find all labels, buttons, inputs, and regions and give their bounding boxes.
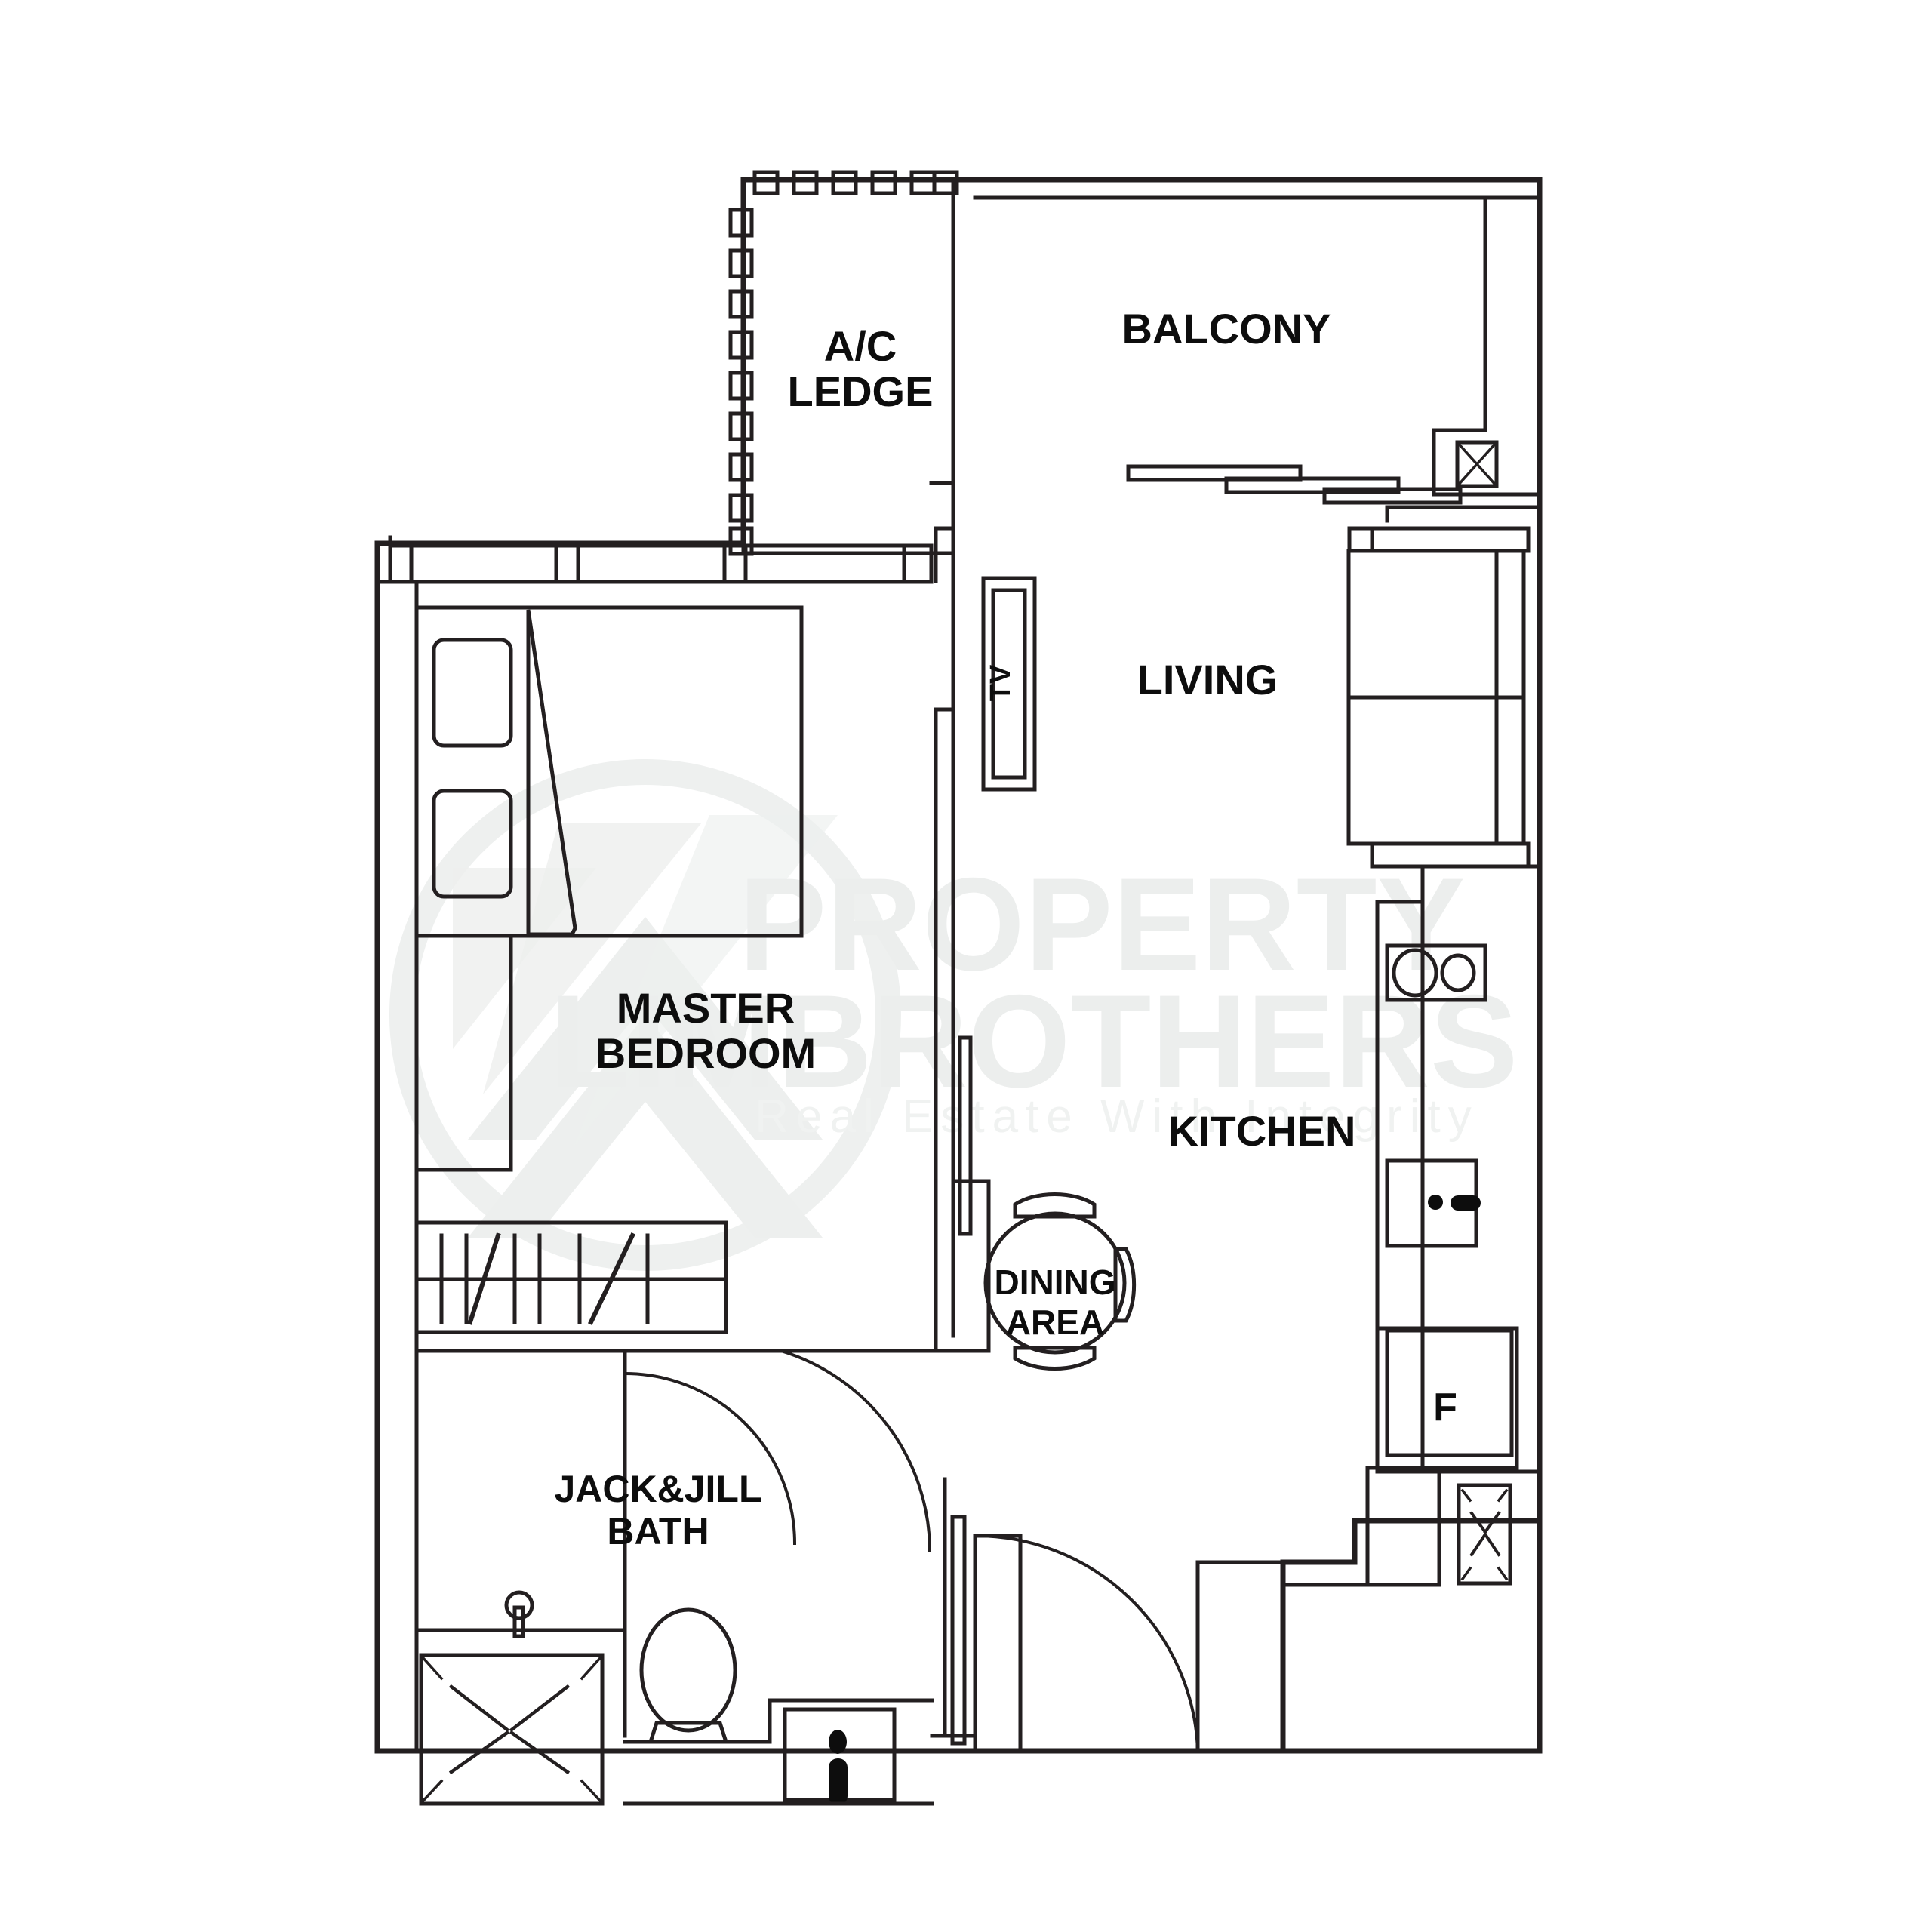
watermark-brand-line1: PROPERTY xyxy=(739,851,1466,998)
kitchen-area xyxy=(1281,900,1538,1587)
sofa-furniture xyxy=(1346,526,1531,869)
label-bath-line1: JACK&JILL xyxy=(554,1468,761,1510)
balcony-room xyxy=(951,177,1538,505)
label-kitchen: KITCHEN xyxy=(1168,1107,1356,1155)
label-dining-line2: AREA xyxy=(1006,1303,1104,1342)
bedroom-window xyxy=(375,535,934,584)
pillow-1 xyxy=(432,638,513,748)
dining-chair-right xyxy=(1113,1247,1137,1323)
vanity-basin-icon xyxy=(504,1590,534,1638)
toilet-icon xyxy=(639,1607,737,1744)
dining-area-group xyxy=(934,1179,1137,1371)
label-balcony: BALCONY xyxy=(1122,305,1331,352)
wc-cistern-icon xyxy=(783,1707,897,1805)
label-ac-ledge-line1: A/C xyxy=(824,322,897,370)
duvet-fold xyxy=(526,609,577,937)
dining-table xyxy=(983,1211,1127,1355)
ac-ledge-louvres-top xyxy=(752,170,959,195)
washer-dryer-icon xyxy=(1457,1483,1512,1586)
jack-jill-bathroom xyxy=(414,1349,934,1806)
bedroom-living-partition xyxy=(929,481,973,1353)
label-bath-line2: BATH xyxy=(607,1510,709,1552)
label-fridge: F xyxy=(1433,1386,1457,1429)
kitchen-hob-icon xyxy=(1385,943,1487,1002)
fridge-appliance xyxy=(1375,1326,1519,1470)
bedroom-bath-door[interactable] xyxy=(623,1371,797,1546)
label-living: LIVING xyxy=(1137,656,1278,703)
dining-chair-bottom xyxy=(1013,1346,1097,1371)
room-label-layer: A/C LEDGE BALCONY LIVING KITCHEN MASTER … xyxy=(554,305,1457,1552)
ac-ledge-louvres-left xyxy=(728,208,754,556)
label-master-line2: BEDROOM xyxy=(595,1029,816,1077)
label-dining-line1: DINING xyxy=(995,1263,1116,1302)
wardrobe-furniture xyxy=(414,1220,728,1334)
label-master-line1: MASTER xyxy=(617,984,795,1032)
label-tv: TV xyxy=(985,664,1017,701)
master-bedroom-room xyxy=(414,580,804,1753)
watermark-brand-line2: LIMBROTHERS xyxy=(549,968,1518,1115)
balcony-sliding-door[interactable] xyxy=(1126,464,1463,505)
watermark-tagline: Real Estate With Integrity xyxy=(755,1091,1479,1143)
main-door-swing-arc xyxy=(973,1534,1200,1753)
dining-chair-top xyxy=(1013,1192,1097,1219)
balcony-drain-icon xyxy=(1455,440,1499,488)
entry-hall xyxy=(930,1477,1285,1753)
kitchen-sink-icon xyxy=(1385,1158,1481,1248)
pillow-2 xyxy=(432,789,513,899)
watermark-group: PROPERTY LIMBROTHERS Real Estate With In… xyxy=(389,759,1518,1271)
tv-console xyxy=(981,576,1037,792)
bath-hall-door[interactable] xyxy=(779,1349,932,1553)
bed-furniture xyxy=(414,605,804,938)
living-room xyxy=(1346,505,1538,904)
watermark-logo-icon xyxy=(389,759,901,1271)
label-ac-ledge-line2: LEDGE xyxy=(788,368,934,415)
shower-tray-icon xyxy=(419,1653,605,1806)
